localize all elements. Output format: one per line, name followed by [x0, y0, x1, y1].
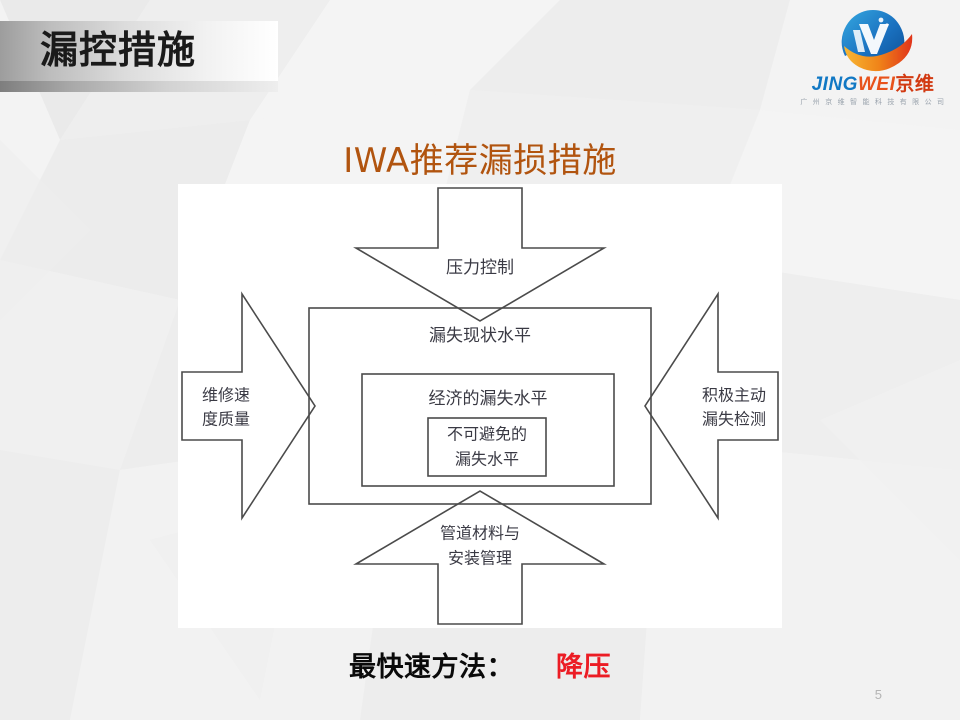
conclusion-line: 最快速方法： 降压	[0, 645, 960, 684]
company-logo: JINGWEI京维 广 州 京 维 智 能 科 技 有 限 公 司	[798, 6, 948, 116]
box-unavoidable-leakage-label-line2: 漏失水平	[455, 450, 519, 469]
box-unavoidable-leakage-label-line1: 不可避免的	[447, 425, 527, 444]
logo-wordmark-jing: JING	[811, 74, 858, 95]
box-current-leakage	[308, 307, 652, 505]
iwa-diagram-panel: 压力控制 维修速 度质量 积极主动 漏失检测 管道材料与 安装管理 漏失现状水平…	[178, 184, 782, 628]
conclusion-label: 最快速方法：	[349, 652, 514, 683]
arrow-right-label-line2: 漏失检测	[702, 410, 766, 429]
arrow-right-label-line1: 积极主动	[702, 386, 766, 405]
arrow-bottom-label-line1: 管道材料与	[440, 524, 520, 543]
box-current-leakage-label: 漏失现状水平	[429, 326, 531, 346]
arrow-top-label: 压力控制	[446, 258, 514, 278]
box-unavoidable-leakage	[427, 417, 547, 477]
arrow-left-label-line2: 度质量	[202, 410, 250, 429]
slide-title-banner-shadow	[0, 81, 278, 92]
logo-wordmark-wei: WEI	[857, 74, 896, 95]
slide-title-banner	[0, 21, 278, 81]
globe-logo-icon	[841, 10, 913, 72]
logo-subtitle: 广 州 京 维 智 能 科 技 有 限 公 司	[800, 98, 946, 106]
arrow-top	[353, 187, 607, 322]
page-number: 5	[874, 687, 882, 702]
logo-wordmark: JINGWEI京维	[798, 74, 948, 95]
box-economic-leakage	[361, 373, 615, 487]
logo-wordmark-cn: 京维	[895, 73, 935, 95]
conclusion-value: 降压	[556, 652, 611, 683]
box-economic-leakage-label: 经济的漏失水平	[429, 389, 548, 409]
arrow-left-label-line1: 维修速	[202, 386, 250, 405]
arrow-right	[644, 291, 779, 521]
arrow-bottom-label-line2: 安装管理	[448, 549, 512, 568]
iwa-diagram: 压力控制 维修速 度质量 积极主动 漏失检测 管道材料与 安装管理 漏失现状水平…	[181, 187, 779, 625]
page-title: 漏控措施	[40, 28, 197, 72]
arrow-bottom	[353, 490, 607, 625]
section-heading: IWA推荐漏损措施	[343, 141, 617, 181]
arrow-left	[181, 291, 316, 521]
